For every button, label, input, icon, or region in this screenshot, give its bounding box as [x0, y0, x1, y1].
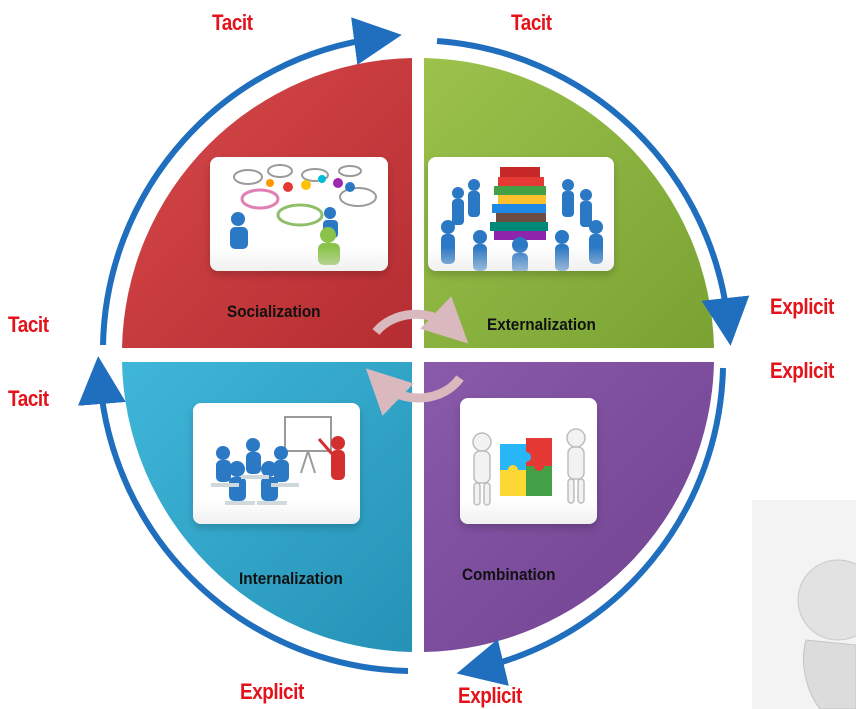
socialization-label: Socialization — [227, 302, 321, 321]
tacit-label-left-lower: Tacit — [8, 386, 49, 411]
externalization-label: Externalization — [487, 315, 596, 334]
cycle-arrow-bottom-right — [456, 367, 726, 686]
internalization-image — [193, 403, 360, 524]
center-arrow-upper — [372, 296, 469, 344]
explicit-label-right-lower: Explicit — [770, 358, 834, 383]
tacit-label-left-upper: Tacit — [8, 312, 49, 337]
externalization-image — [428, 157, 614, 271]
puzzle-people-icon — [472, 428, 586, 506]
center-arrow-lower — [365, 368, 464, 416]
socialization-image — [210, 157, 388, 271]
explicit-label-bottom-right: Explicit — [458, 683, 522, 708]
cycle-arrow-top-left — [100, 17, 402, 346]
combination-image — [460, 398, 597, 524]
internalization-label: Internalization — [239, 569, 343, 588]
combination-label: Combination — [462, 565, 556, 584]
cycle-arrow-top-right — [436, 38, 750, 346]
tacit-label-top-right: Tacit — [511, 10, 552, 35]
people-conversation-icon — [230, 164, 377, 265]
person-figure-icon — [752, 500, 856, 709]
explicit-label-right-upper: Explicit — [770, 294, 834, 319]
cycle-arrow-bottom-left — [77, 356, 409, 674]
classroom-presentation-icon — [211, 416, 345, 505]
explicit-label-bottom-left: Explicit — [240, 679, 304, 704]
tacit-label-top-left: Tacit — [212, 10, 253, 35]
people-books-icon — [441, 167, 603, 271]
